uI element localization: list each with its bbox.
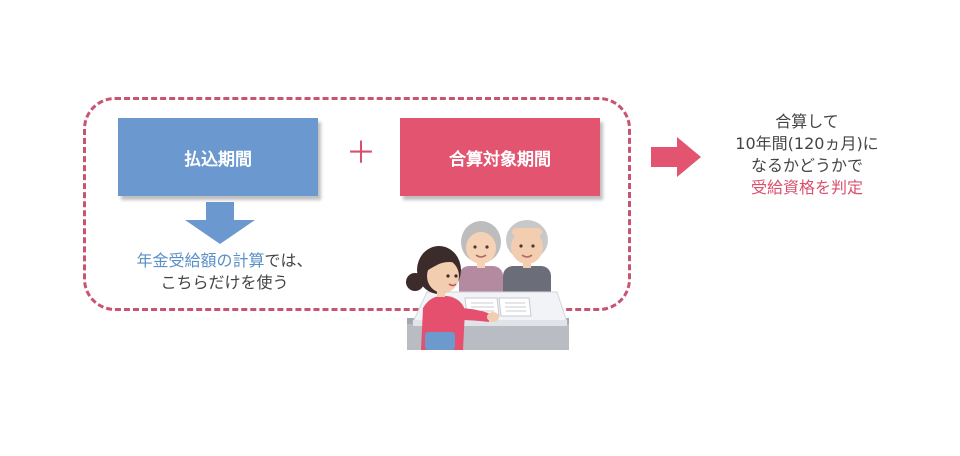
payment-period-box: 払込期間 [118,118,318,196]
note-right: 合算して 10年間(120ヵ月)に なるかどうかで 受給資格を判定 [712,111,902,199]
note-left: 年金受給額の計算では、 こちらだけを使う [112,250,337,294]
note-right-line2: 10年間(120ヵ月)に [735,134,879,153]
consultation-illustration-icon [406,220,569,350]
note-left-highlight: 年金受給額の計算 [136,251,265,270]
note-right-line4: 受給資格を判定 [750,178,863,197]
right-arrow-icon [651,137,701,177]
payment-period-label: 払込期間 [184,149,252,170]
down-arrow-icon [185,202,255,244]
desk-front [413,320,567,326]
note-left-line2: こちらだけを使う [160,273,289,292]
combined-period-label: 合算対象期間 [449,149,551,170]
note-left-line1: 年金受給額の計算では、 [112,250,337,272]
note-left-line1-rest: では、 [264,251,313,270]
note-right-line1: 合算して [775,112,839,131]
note-right-line3: なるかどうかで [750,156,863,175]
plus-operator: ＋ [346,136,376,171]
combined-period-box: 合算対象期間 [400,118,600,196]
document-icon [464,297,532,317]
dashed-frame [83,97,631,311]
chair-icon [425,332,455,350]
